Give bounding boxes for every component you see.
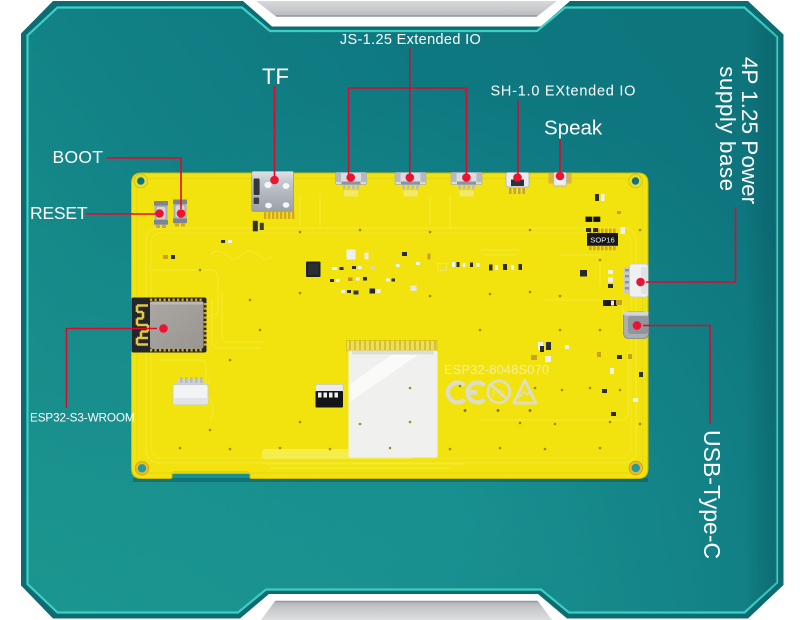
svg-text:SOP16: SOP16 — [590, 235, 614, 244]
svg-text:ESP32-S3-WROOM: ESP32-S3-WROOM — [30, 412, 134, 425]
svg-text:supply base: supply base — [715, 66, 740, 192]
svg-text:RESET: RESET — [30, 203, 88, 223]
svg-text:JS-1.25 Extended IO: JS-1.25 Extended IO — [340, 32, 481, 48]
svg-text:USB-Type-C: USB-Type-C — [699, 430, 725, 559]
svg-text:Pb: Pb — [492, 388, 505, 400]
svg-text:ESP32-8048S070: ESP32-8048S070 — [444, 362, 549, 377]
svg-text:TF: TF — [262, 64, 289, 89]
svg-text:BOOT: BOOT — [53, 147, 104, 167]
svg-text:SH-1.0 EXtended IO: SH-1.0 EXtended IO — [491, 84, 637, 100]
svg-text:4P 1.25 Power: 4P 1.25 Power — [737, 57, 762, 205]
svg-text:Speak: Speak — [544, 117, 603, 140]
